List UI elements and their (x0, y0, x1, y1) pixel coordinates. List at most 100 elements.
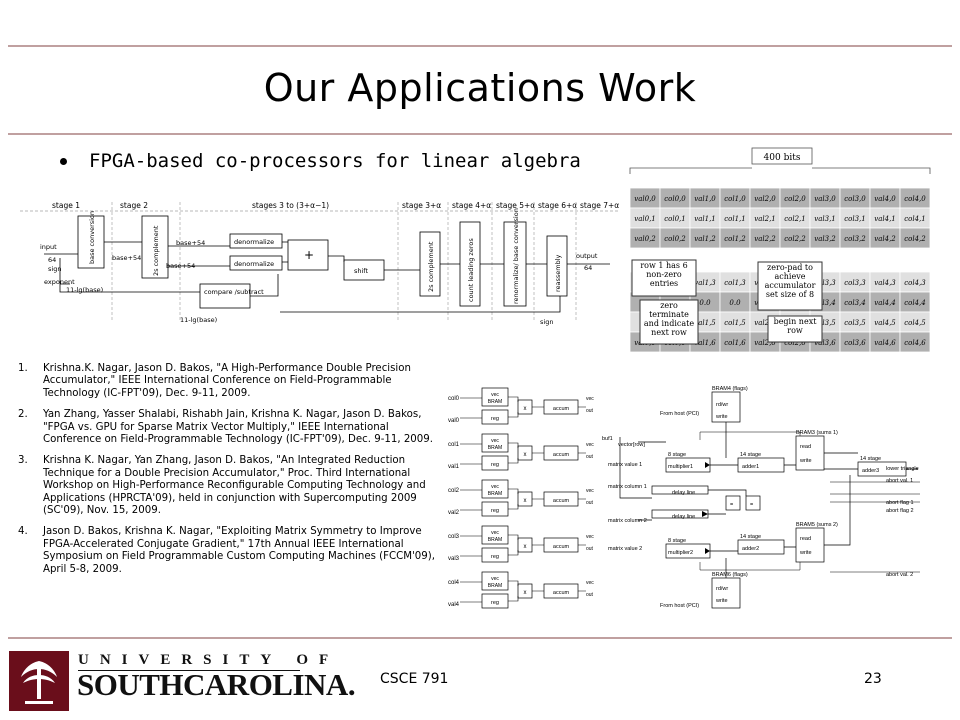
matrix-cell-text: val0,0 (634, 195, 656, 203)
matrix-cell-text: col4,2 (904, 235, 926, 243)
logo-line1: UNIVERSITY OF (78, 652, 340, 668)
matrix-cell-text: val0,2 (634, 235, 656, 243)
matrix-cell-text: val3,0 (814, 195, 836, 203)
logo-divider (78, 670, 300, 671)
page-number: 23 (864, 671, 882, 687)
reference-text: Krishna K. Nagar, Yan Zhang, Jason D. Ba… (43, 455, 426, 517)
stage-label: stage 2 (120, 201, 148, 210)
stage-label: stage 7+α (580, 201, 619, 210)
sign-label: sign (540, 318, 553, 326)
title-rule (8, 133, 952, 135)
matrix-cell-text: col0,2 (664, 235, 686, 243)
rd-label: rd/wr (716, 586, 728, 592)
reference-item: 2. Yan Zhang, Yasser Shalabi, Rishabh Jai… (18, 409, 443, 446)
accum-label: accum (553, 544, 570, 550)
matrix-cell-text: col2,0 (784, 195, 806, 203)
multiplier2-label: multiplier2 (668, 550, 693, 556)
reference-item: 1.Krishna.K. Nagar, Jason D. Bakos, "A H… (18, 363, 443, 400)
shift-label: shift (354, 267, 368, 275)
matrix-cell-text: col4,3 (904, 279, 926, 287)
col-label: col0 (448, 396, 460, 402)
matrix-cell-text: col2,1 (784, 215, 806, 223)
denormalize-block-1 (229, 233, 283, 249)
base54-label: base+54 (176, 239, 205, 247)
reference-text: Krishna.K. Nagar, Jason D. Bakos, "A Hig… (43, 363, 411, 399)
stage-label: stage 1 (52, 201, 80, 210)
val-label: val0 (448, 418, 460, 424)
matrix-cell-text: val2,0 (754, 195, 776, 203)
reference-text: Jason D. Bakos, Krishna K. Nagar, "Explo… (43, 526, 435, 575)
matrix-cell-text: val3,6 (814, 339, 836, 347)
row-wiring (460, 488, 586, 511)
input-label: input (40, 243, 57, 251)
matrix-cell-text: val1,3 (694, 279, 716, 287)
bram-label: BRAM (488, 445, 502, 451)
vec-label: vec (491, 484, 499, 490)
bullet-item: FPGA-based co-processors for linear alge… (60, 150, 581, 172)
abort-val1-label: abort val. 1 (886, 478, 913, 484)
matrix-cell-text: val3,3 (814, 279, 836, 287)
reference-number: 2. (18, 409, 28, 421)
reference-number: 4. (18, 526, 28, 538)
university-seal-logo (9, 651, 69, 711)
matrix-cell-text: val3,1 (814, 215, 836, 223)
lg-label: 11-lg(base) (180, 316, 217, 324)
lg-label: 11-lg(base) (66, 286, 103, 294)
matrix-cell-text: val2,6 (754, 339, 776, 347)
stage8-label: 8 stage (668, 538, 686, 544)
symmetric-cg-datapath-diagram: BRAM4 (flags) rd/wr write From host (PCI… (602, 386, 920, 609)
footer-rule (8, 637, 952, 639)
matrix-cell-text: col3,0 (844, 195, 866, 203)
vec-out-label: vec (586, 534, 594, 540)
matrix-value1-label: matrix value 1 (608, 462, 642, 468)
from-host-label: From host (PCI) (660, 603, 699, 609)
bits-label: 400 bits (764, 153, 801, 163)
out-label: out (586, 408, 594, 414)
reassembly-label: reassembly (554, 254, 562, 292)
buf1-label: buf1 (602, 436, 613, 442)
bram3-label: BRAM3 (sums 1) (796, 430, 838, 436)
matrix-cell-text: col3,1 (844, 215, 866, 223)
matrix-cell-text: col1,2 (724, 235, 746, 243)
matrix-cell-text: val0,1 (634, 215, 656, 223)
stage-label: stage 5+α (496, 201, 535, 210)
stage14-label: 14 stage (740, 534, 761, 540)
vec-out-label: vec (586, 488, 594, 494)
row-wiring (460, 580, 586, 603)
plus-label: + (304, 248, 314, 262)
matrix-cell-text: col2,2 (784, 235, 806, 243)
matrix-cell-text: 0.0 (729, 299, 741, 307)
bram-label: BRAM (488, 491, 502, 497)
val-label: val3 (448, 556, 460, 562)
matrix-cell-text: col4,6 (904, 339, 926, 347)
denormalize-block-2 (229, 255, 283, 271)
val-label: val2 (448, 510, 460, 516)
matrix-column2-label: matrix column 2 (608, 518, 647, 524)
eq-label: = (750, 502, 753, 508)
clz-label: count leading zeros (467, 238, 475, 302)
matrix-cell-text: col3,3 (844, 279, 866, 287)
output-label: output (576, 252, 598, 260)
top-rule (8, 45, 952, 47)
zero-terminate-callout: zero terminate and indicate next row (643, 301, 695, 337)
matrix-cell-text: col3,5 (844, 319, 866, 327)
exponent-label: exponent (44, 278, 75, 286)
reference-text: Yan Zhang, Yasser Shalabi, Rishabh Jain,… (43, 409, 433, 446)
course-label: CSCE 791 (380, 671, 449, 687)
matrix-value2-label: matrix value 2 (608, 546, 642, 552)
mult-label: x (524, 406, 527, 412)
bram-label: BRAM (488, 537, 502, 543)
row1-callout: row 1 has 6 non-zero entries (640, 261, 688, 288)
matrix-cell-text: val4,0 (874, 195, 896, 203)
accum-label: accum (553, 590, 570, 596)
reg-label: reg (491, 462, 499, 468)
matrix-cell-text: col1,1 (724, 215, 746, 223)
stage-label: stage 3+α (402, 201, 441, 210)
lower-triangle-label: lower triangle (886, 466, 919, 472)
base54-label: base+54 (166, 262, 195, 270)
stage14-label: 14 stage (740, 452, 761, 458)
reg-label: reg (491, 554, 499, 560)
matrix-cell-text: col1,0 (724, 195, 746, 203)
eq-label: = (730, 502, 733, 508)
